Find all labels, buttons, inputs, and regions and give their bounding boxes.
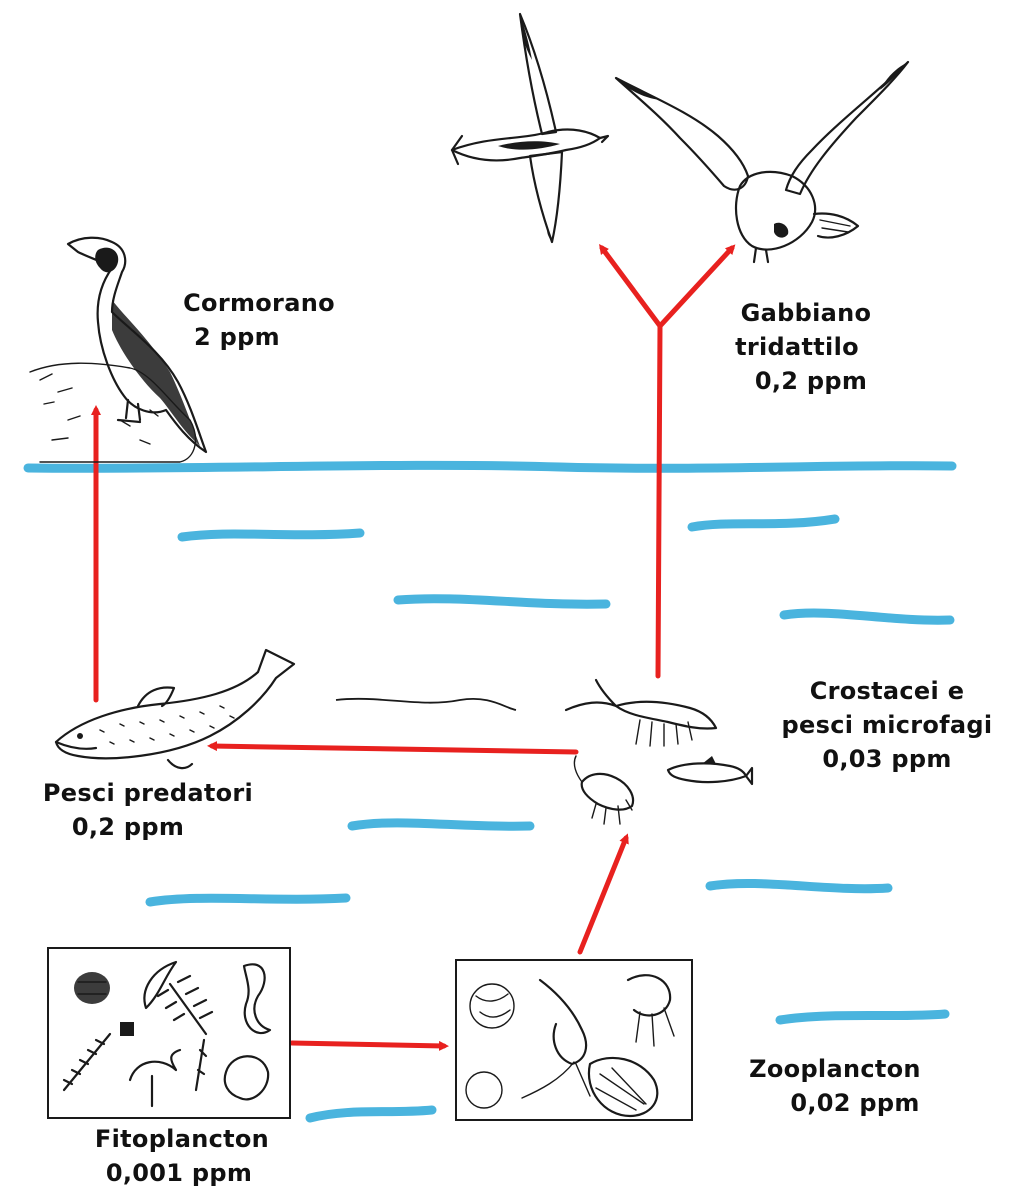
- gull-icon: [452, 14, 608, 242]
- crostacei-value: 0,03 ppm: [756, 742, 1018, 776]
- label-crostacei: Crostacei e pesci microfagi 0,03 ppm: [756, 674, 1018, 776]
- pesci-predatori-name: Pesci predatori: [14, 776, 282, 810]
- zooplancton-value: 0,02 ppm: [760, 1086, 950, 1120]
- crostacei-name-line2: pesci microfagi: [756, 708, 1018, 742]
- wave-9: [310, 1110, 432, 1118]
- gabbiano-value: 0,2 ppm: [726, 364, 896, 398]
- wave-5: [352, 823, 530, 826]
- wave-1: [182, 533, 360, 537]
- cormorano-name: Cormorano: [166, 286, 352, 320]
- wave-7: [710, 883, 888, 888]
- arrow-fito-to-zoo: [292, 1043, 444, 1046]
- pesci-predatori-value: 0,2 ppm: [0, 810, 282, 844]
- gabbiano-name-line2: tridattilo: [698, 330, 896, 364]
- wave-6: [150, 898, 346, 902]
- fish-icon: [56, 650, 294, 768]
- plankton-icon: [48, 948, 290, 1118]
- trophic-arrows: [96, 248, 732, 1046]
- label-gabbiano: Gabbiano tridattilo 0,2 ppm: [716, 296, 896, 398]
- wave-2: [692, 519, 835, 527]
- cormorano-value: 2 ppm: [122, 320, 352, 354]
- arrow-crostacei-to-pesci: [212, 746, 576, 752]
- label-zooplancton: Zooplancton 0,02 ppm: [720, 1052, 950, 1120]
- label-fitoplancton: Fitoplancton 0,001 ppm: [62, 1122, 302, 1190]
- arrow-branch-left: [602, 248, 660, 326]
- arrow-zoo-to-crostacei: [580, 838, 626, 952]
- gabbiano-name-line1: Gabbiano: [716, 296, 896, 330]
- fitoplancton-value: 0,001 ppm: [56, 1156, 302, 1190]
- fitoplancton-name: Fitoplancton: [62, 1122, 302, 1156]
- wave-8: [780, 1014, 945, 1020]
- arrow-crostacei-to-gabbiani-stem: [658, 326, 660, 676]
- label-cormorano: Cormorano 2 ppm: [166, 286, 352, 354]
- wave-4: [784, 613, 950, 620]
- label-pesci-predatori: Pesci predatori 0,2 ppm: [14, 776, 282, 844]
- current-line: [336, 699, 516, 710]
- plankton-icon: [456, 960, 692, 1120]
- crostacei-name-line1: Crostacei e: [756, 674, 1018, 708]
- wave-3: [398, 599, 606, 605]
- gull-icon: [616, 62, 908, 262]
- shrimp-icon: [566, 680, 752, 824]
- water-surface: [28, 465, 952, 468]
- zooplancton-name: Zooplancton: [720, 1052, 950, 1086]
